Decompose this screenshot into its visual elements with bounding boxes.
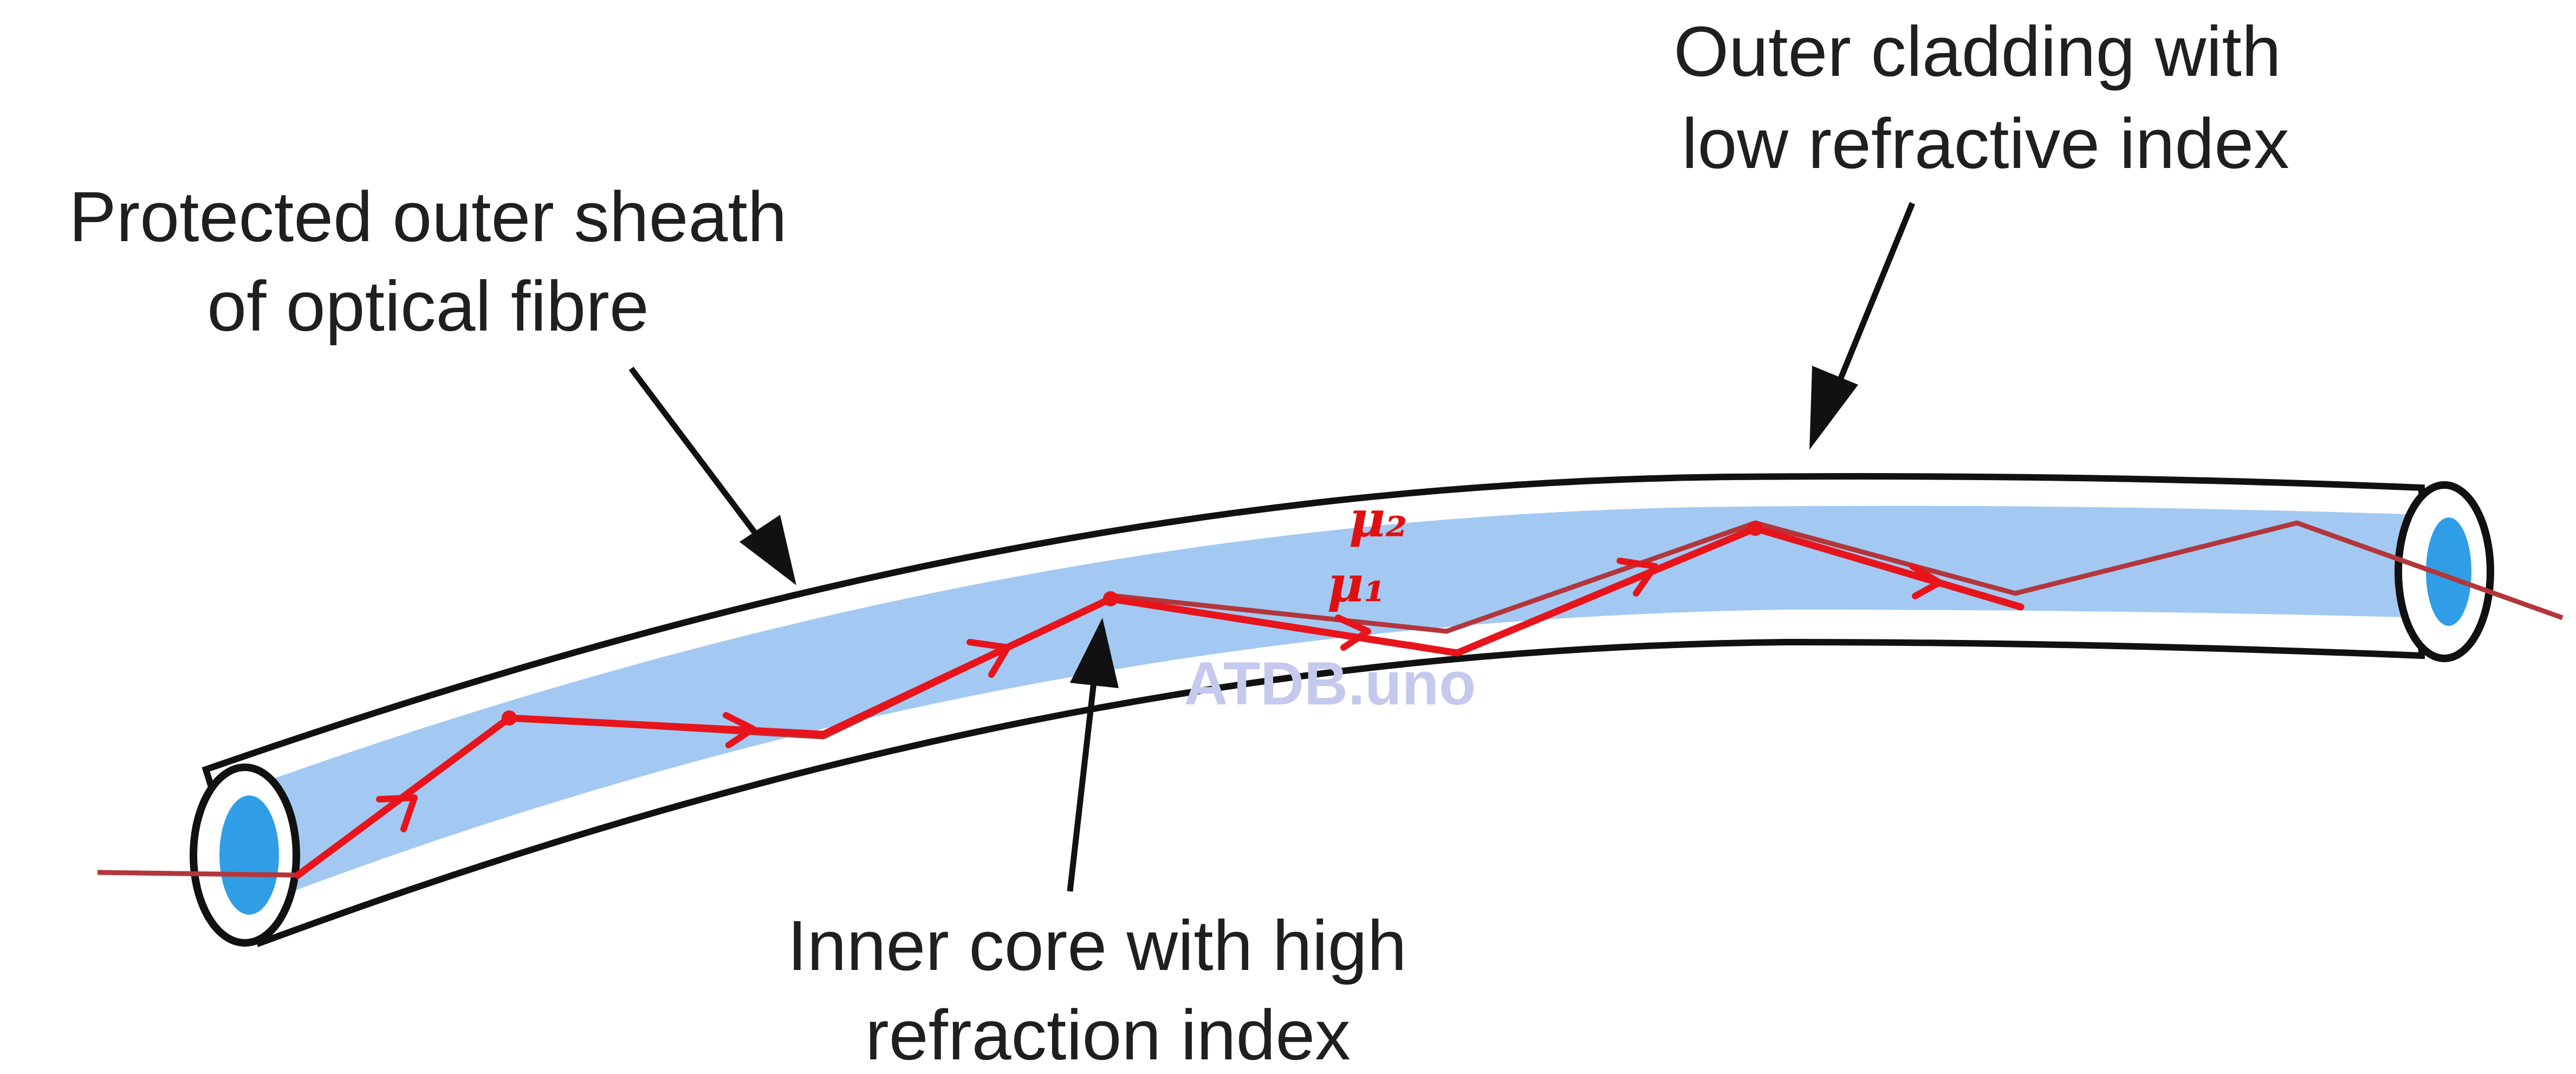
core-arrow-shaft	[1067, 677, 1098, 892]
sheath-label-line1: Protected outer sheath	[69, 177, 787, 256]
cladding-label-line2: low refractive index	[1682, 103, 2289, 183]
ray-arrow-3	[966, 639, 1011, 678]
reflection-point	[1748, 521, 1763, 536]
reflection-point	[1103, 591, 1118, 606]
reflection-points	[502, 521, 1763, 726]
ray-arrow-4	[1335, 614, 1371, 651]
mu1-annotation: μ₁	[1327, 555, 1386, 613]
cladding-arrowhead	[1809, 366, 1858, 450]
mu2-annotation: μ₂	[1349, 490, 1407, 548]
ray-arrow-5	[1617, 558, 1658, 597]
core-label-line2: refraction index	[865, 995, 1351, 1071]
left-core-end	[219, 795, 279, 915]
hand-drawn-ray-tick	[1405, 642, 1461, 656]
inner-core	[238, 506, 2427, 900]
ray-arrow-6	[1909, 563, 1943, 599]
sheath-label-line2: of optical fibre	[207, 266, 649, 346]
sheath-arrowhead	[739, 515, 796, 585]
sheath-arrow-shaft	[628, 366, 767, 547]
ray-arrow-1	[376, 794, 418, 832]
ray-arrow-2	[723, 712, 756, 748]
right-core-end	[2426, 517, 2471, 626]
ray-arrowheads	[376, 558, 1943, 832]
watermark: ATDB.uno	[1184, 650, 1476, 717]
core-arrowhead	[1070, 618, 1119, 688]
pointer-arrows	[628, 202, 1916, 892]
cladding-arrow-shaft	[1836, 202, 1916, 384]
reflection-point	[502, 710, 517, 726]
core-label-line1: Inner core with high	[787, 905, 1406, 985]
cladding-label-line1: Outer cladding with	[1673, 11, 2281, 91]
